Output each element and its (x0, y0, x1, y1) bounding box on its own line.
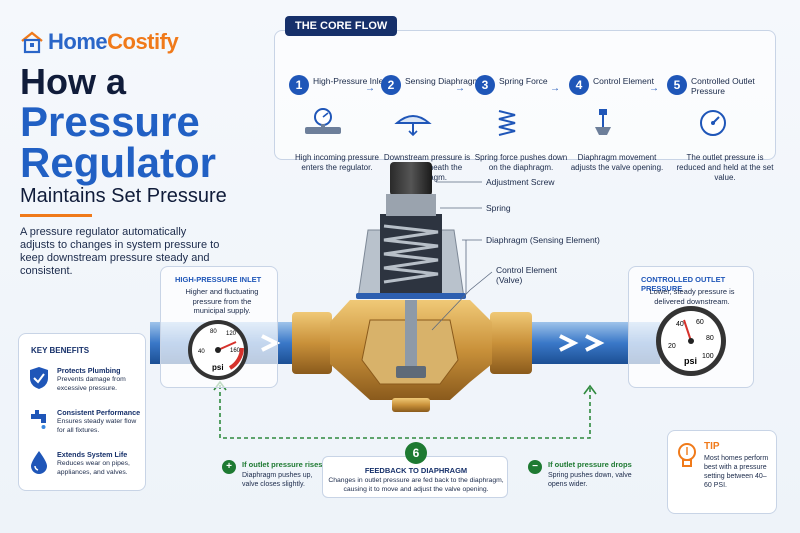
flow-arrow-icon (585, 334, 605, 352)
label-adjustment-screw: Adjustment Screw (486, 177, 555, 187)
outlet-gauge-icon: 20 40 60 80 100 psi (656, 306, 726, 376)
step-title: Controlled Outlet Pressure (691, 76, 755, 96)
step-number: 2 (381, 75, 401, 95)
step-desc: The outlet pressure is reduced and held … (676, 153, 774, 182)
spring (383, 224, 439, 284)
benefit-name: Extends System Life (57, 450, 128, 459)
outlet-gauge-unit: psi (684, 356, 697, 366)
diaphragm (356, 293, 466, 299)
faucet-icon (31, 410, 46, 429)
inlet-desc: Higher and fluctuating pressure from the… (185, 287, 259, 315)
gauge-icon (700, 110, 726, 136)
benefit-desc: Prevents damage from excessive pressure. (57, 376, 126, 392)
title-divider (20, 214, 92, 217)
minus-icon: − (528, 460, 542, 474)
water-drop-icon (31, 451, 47, 474)
valve-icon (595, 109, 611, 135)
rise-title: If outlet pressure rises (242, 460, 323, 469)
outlet-gauge-tick: 100 (702, 353, 714, 360)
house-icon (21, 31, 43, 54)
step-title: High-Pressure Inlet (313, 76, 386, 86)
feedback-desc: Changes in outlet pressure are fed back … (328, 477, 504, 493)
flow-arrow-icon (559, 334, 579, 352)
bottom-cap (392, 398, 430, 412)
adjustment-screw-neck (386, 194, 436, 216)
brand-logo: HomeCostify (20, 28, 179, 56)
tip-desc: Most homes perform best with a pressure … (704, 455, 769, 489)
core-flow-tag: THE CORE FLOW (285, 16, 398, 36)
inlet-gauge-icon: 40 80 120 160 psi (188, 320, 248, 380)
arrow-right-icon: → (365, 83, 375, 94)
inlet-gauge-unit: psi (212, 363, 224, 372)
arrow-right-icon: → (649, 83, 659, 94)
step-desc: High incoming pressure enters the regula… (294, 153, 380, 172)
title-subtitle: Maintains Set Pressure (20, 185, 227, 207)
drop-title: If outlet pressure drops (548, 460, 632, 469)
inlet-nut (292, 312, 332, 374)
step-number: 1 (289, 75, 309, 95)
inlet-gauge-tick: 40 (198, 349, 205, 355)
feedback-loop (219, 384, 591, 439)
valve-stem (405, 300, 417, 370)
tip-title: TIP (704, 441, 720, 452)
title-line-2: Pressure (20, 98, 200, 145)
outlet-title: CONTROLLED OUTLET PRESSURE (641, 275, 726, 293)
step-number: 4 (569, 75, 589, 95)
brand-home: Home (48, 29, 108, 54)
outlet-gauge-tick: 60 (696, 319, 704, 326)
step-desc: Spring force pushes down on the diaphrag… (474, 153, 568, 172)
benefit-desc: Ensures steady water flow for all fixtur… (57, 418, 137, 434)
shield-icon (30, 367, 48, 389)
spring-icon (498, 110, 516, 136)
plus-icon: + (222, 460, 236, 474)
key-benefits-panel: KEY BENEFITS Protects Plumbing Prevents … (18, 333, 146, 491)
feedback-step-number: 6 (405, 442, 427, 464)
label-diaphragm: Diaphragm (Sensing Element) (486, 235, 600, 245)
diaphragm-icon (394, 115, 432, 137)
inlet-gauge-tick: 120 (226, 331, 237, 337)
title-line-3: Regulator (20, 139, 217, 186)
drop-desc: Spring pushes down, valve opens wider. (548, 472, 632, 488)
arrow-right-icon: → (455, 83, 465, 94)
outlet-gauge-tick: 40 (676, 321, 684, 328)
step-title: Sensing Diaphragm (405, 76, 480, 86)
outlet-gauge-tick: 20 (668, 343, 676, 350)
inlet-gauge-tick: 160 (230, 348, 241, 354)
title-line-1: How a (20, 61, 127, 102)
intro-text: A pressure regulator automatically adjus… (20, 226, 220, 277)
inlet-gauge-tick: 80 (210, 329, 217, 335)
step-title: Spring Force (499, 76, 548, 86)
step-title: Control Element (593, 76, 654, 86)
feedback-title: FEEDBACK TO DIAPHRAGM (364, 466, 468, 475)
tip-panel: TIP Most homes perform best with a press… (667, 430, 777, 514)
outlet-desc: Lower, steady pressure is delivered down… (649, 287, 735, 306)
step-desc: Diaphragm movement adjusts the valve ope… (570, 153, 664, 172)
brand-costify: Costify (107, 29, 179, 54)
benefits-title: KEY BENEFITS (31, 346, 90, 355)
label-spring: Spring (486, 203, 511, 213)
step-number: 3 (475, 75, 495, 95)
lightbulb-icon (678, 443, 696, 467)
label-control-element: Control Element (Valve) (496, 265, 557, 285)
outlet-nut (490, 312, 532, 374)
pipe-gauge-icon (305, 108, 341, 134)
outlet-gauge-tick: 80 (706, 335, 714, 342)
step-number: 5 (667, 75, 687, 95)
core-flow-panel: 1 High-Pressure Inlet High incoming pres… (274, 30, 776, 182)
benefit-desc: Reduces wear on pipes, appliances, and v… (57, 460, 130, 476)
arrow-right-icon: → (550, 83, 560, 94)
rise-desc: Diaphragm pushes up, valve closes slight… (242, 472, 313, 488)
benefit-name: Protects Plumbing (57, 366, 121, 375)
adjustment-screw (390, 162, 432, 196)
inlet-title: HIGH-PRESSURE INLET (175, 275, 262, 284)
valve-seat (396, 366, 426, 378)
benefit-name: Consistent Performance (57, 408, 141, 417)
